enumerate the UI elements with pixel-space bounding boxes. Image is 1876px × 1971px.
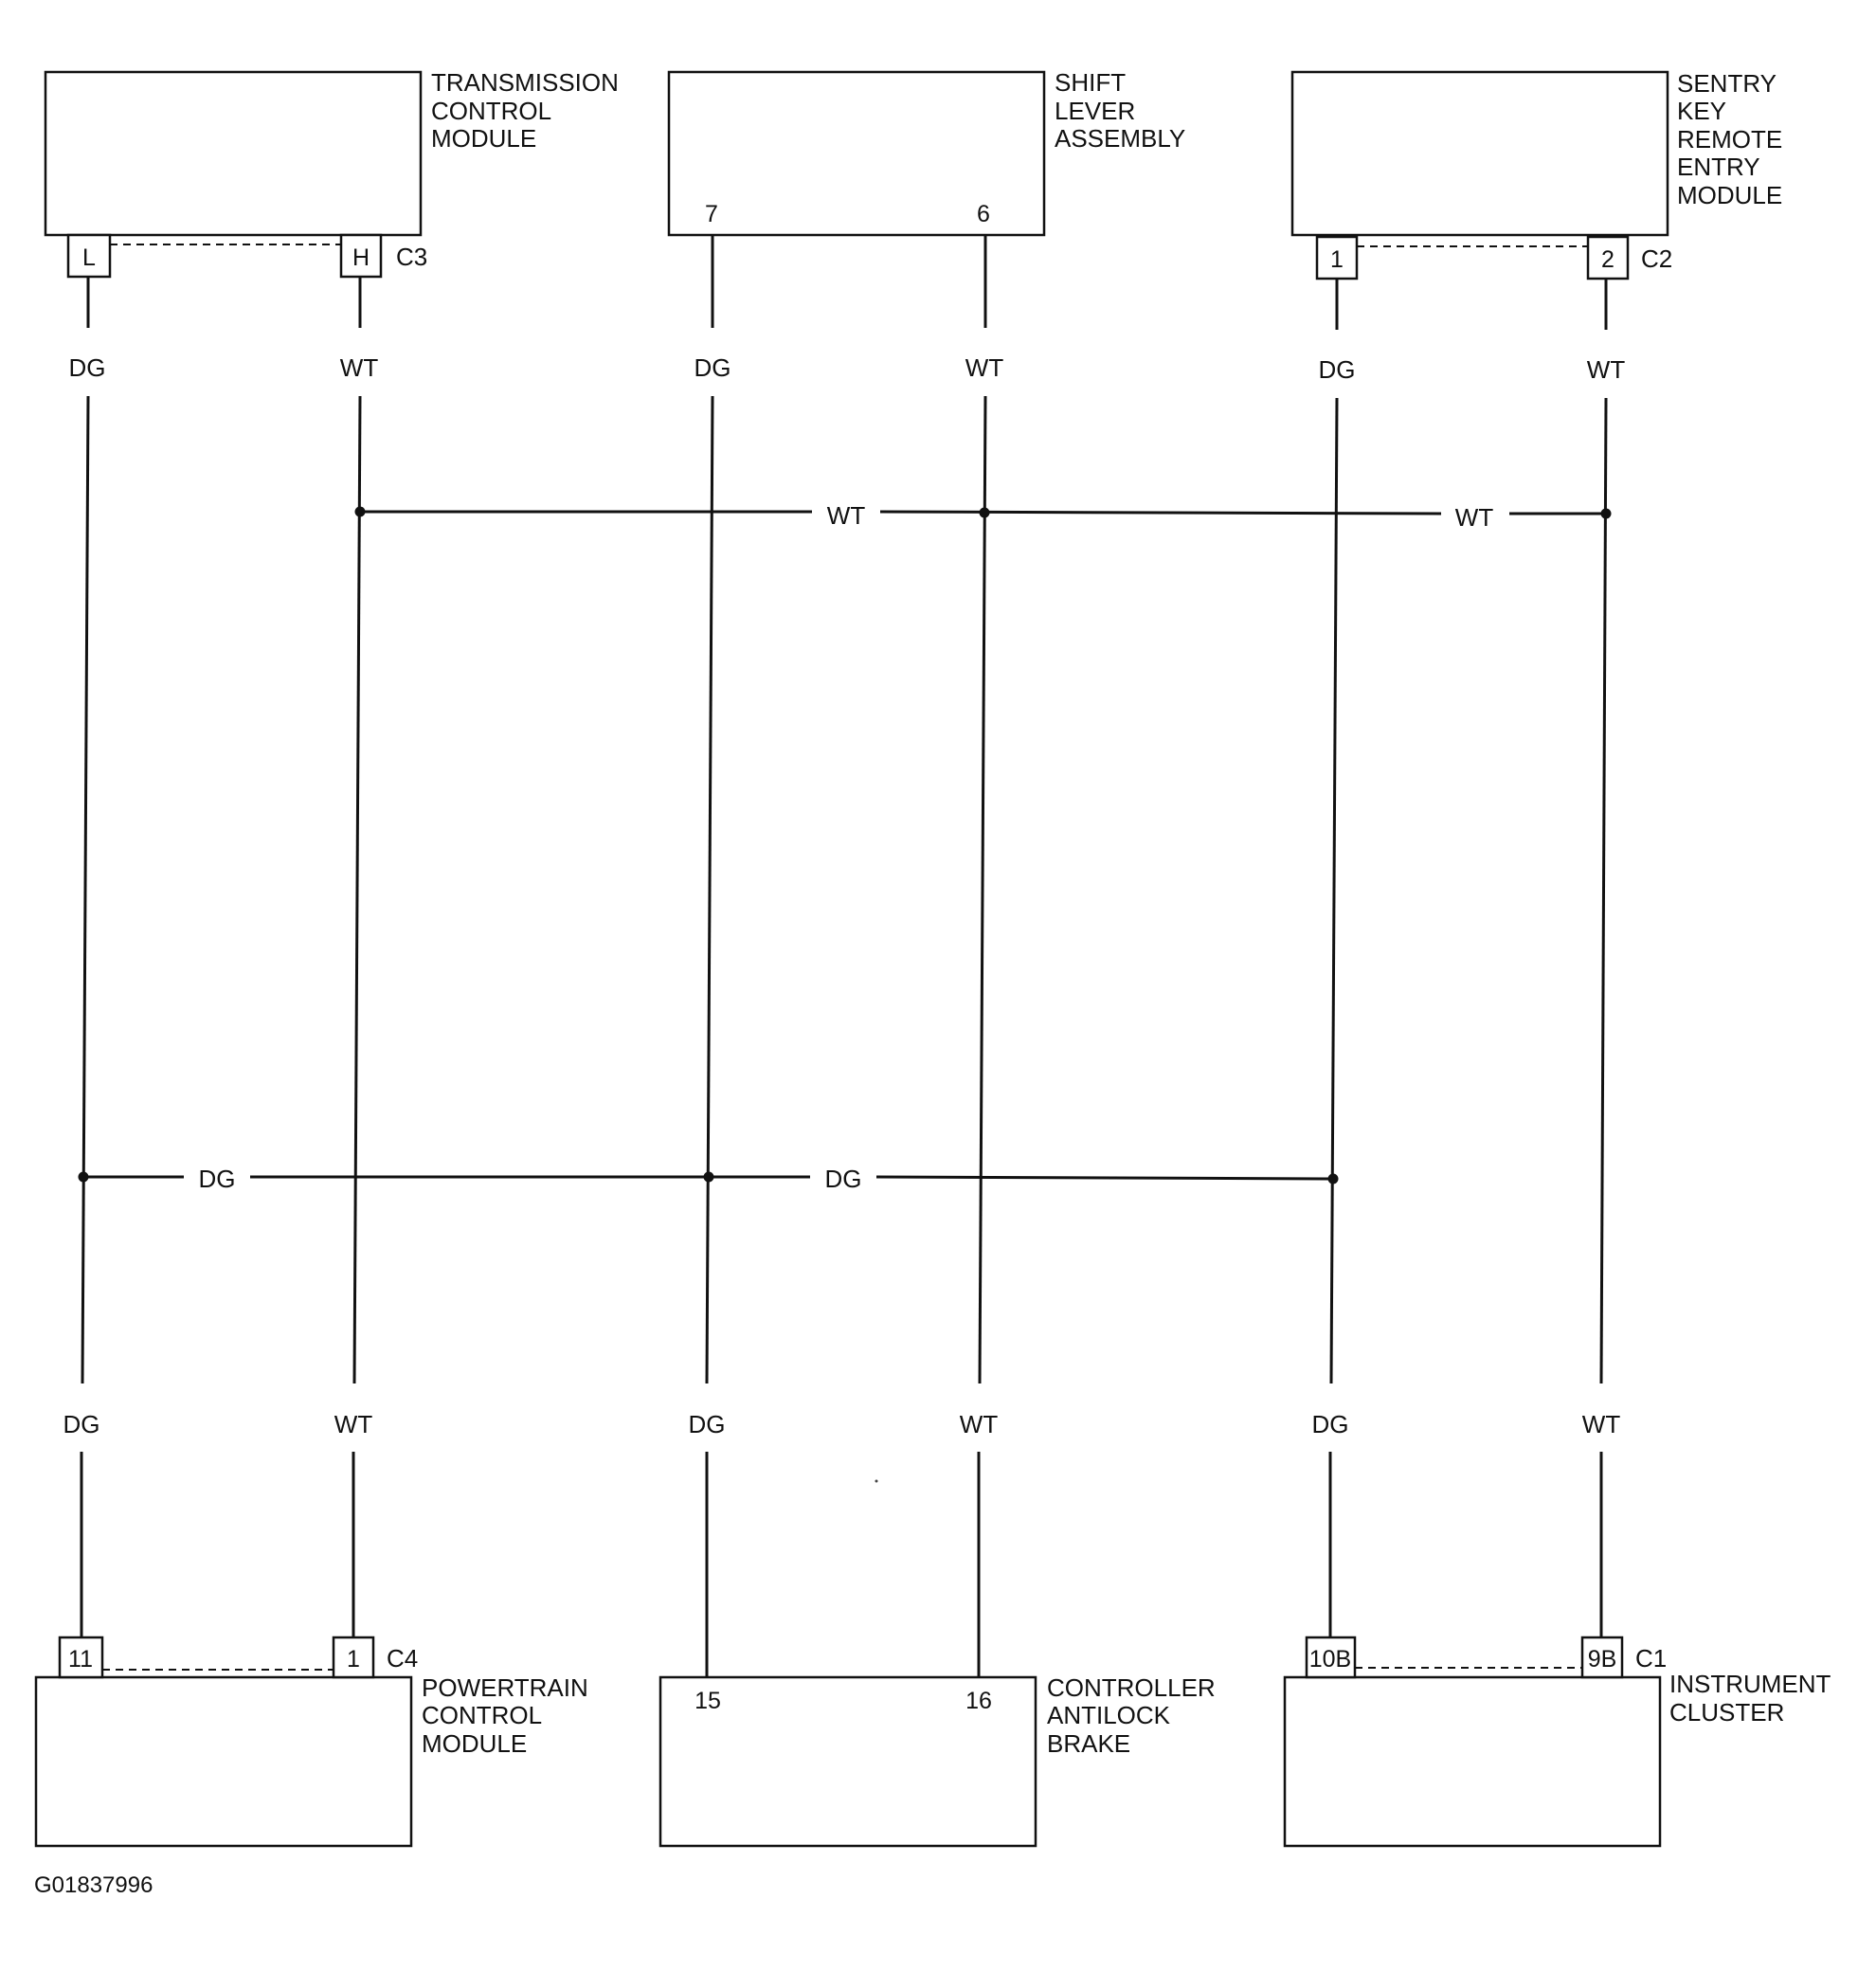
wt-splice-skrem — [1600, 508, 1612, 519]
tcm-pin-l-box — [66, 233, 112, 279]
powertrain-control-module-box — [34, 1675, 413, 1848]
shift-pin-7: 7 — [705, 201, 718, 227]
controller-antilock-brake-box — [658, 1675, 1037, 1848]
pcm-connector-label: C4 — [387, 1644, 418, 1673]
wt-splice-tcm — [354, 506, 366, 517]
figure-code: G01837996 — [34, 1872, 153, 1898]
ic-connector-label: C1 — [1635, 1644, 1667, 1673]
tcm-dg-wire — [81, 395, 90, 1384]
skrem-pin-1: 1 — [1330, 246, 1344, 273]
ic-dg-label: DG — [1312, 1410, 1349, 1438]
tcm-wt-label: WT — [340, 353, 379, 382]
ic-pin-10b: 10B — [1309, 1646, 1351, 1673]
transmission-control-module-box — [44, 70, 423, 237]
skrem-wt-wire — [1599, 397, 1608, 1384]
tcm-label-line-2: CONTROL — [431, 97, 551, 125]
tcm-label-line-1: TRANSMISSION — [431, 68, 619, 97]
skrem-label-line-2: KEY — [1677, 97, 1726, 125]
ic-pin-9b: 9B — [1588, 1646, 1617, 1673]
dg-bus-label-2: DG — [825, 1165, 862, 1193]
ic-label-line-1: INSTRUMENT — [1669, 1670, 1831, 1698]
skrem-dg-label: DG — [1319, 355, 1356, 384]
shift-dg-label: DG — [694, 353, 731, 382]
ic-wt-label: WT — [1582, 1410, 1621, 1438]
dg-bus-segment-3 — [875, 1175, 1334, 1181]
dg-splice-shift — [703, 1171, 714, 1183]
skrem-pin-2-box — [1586, 235, 1630, 280]
dg-splice-skrem — [1327, 1173, 1339, 1184]
pcm-label-line-1: POWERTRAIN — [422, 1673, 588, 1702]
sentry-key-remote-entry-module-box — [1290, 70, 1669, 237]
dg-bus-label-1: DG — [199, 1165, 236, 1193]
shift-pin-6: 6 — [977, 201, 990, 227]
skrem-label-line-3: REMOTE — [1677, 125, 1782, 154]
tcm-wt-wire — [352, 395, 362, 1384]
shift-dg-wire — [705, 395, 714, 1384]
wt-bus-label-2: WT — [1455, 503, 1494, 532]
pcm-label-line-2: CONTROL — [422, 1701, 542, 1729]
scan-speck — [875, 1479, 878, 1483]
cab-pin-15: 15 — [694, 1688, 721, 1714]
pcm-pin-1-box — [332, 1636, 375, 1679]
skrem-dg-wire — [1329, 397, 1339, 1384]
skrem-connector-label: C2 — [1641, 244, 1672, 273]
pcm-wt-label: WT — [334, 1410, 373, 1438]
shift-label-line-2: LEVER — [1055, 97, 1135, 125]
instrument-cluster-box — [1283, 1675, 1662, 1848]
dg-splice-tcm — [78, 1171, 89, 1183]
shift-label-line-3: ASSEMBLY — [1055, 124, 1185, 153]
pcm-pin-11-box — [58, 1636, 104, 1679]
pcm-pin-1: 1 — [347, 1646, 360, 1673]
tcm-pin-l: L — [82, 244, 96, 271]
cab-label-line-3: BRAKE — [1047, 1729, 1130, 1758]
pcm-dg-label: DG — [63, 1410, 100, 1438]
pcm-label-line-3: MODULE — [422, 1729, 527, 1758]
tcm-connector-label: C3 — [396, 243, 427, 271]
tcm-pin-h-box — [339, 233, 383, 279]
wt-bus-label-1: WT — [827, 501, 866, 530]
shift-lever-assembly-box — [667, 70, 1046, 237]
skrem-label-line-5: MODULE — [1677, 181, 1782, 209]
cab-label-line-1: CONTROLLER — [1047, 1673, 1216, 1702]
cab-label-line-2: ANTILOCK — [1047, 1701, 1171, 1729]
skrem-label-line-1: SENTRY — [1677, 69, 1777, 98]
shift-label-line-1: SHIFT — [1055, 68, 1126, 97]
ic-pin-10b-box — [1305, 1636, 1357, 1679]
skrem-pin-2: 2 — [1601, 246, 1614, 273]
ic-pin-9b-box — [1580, 1636, 1624, 1679]
tcm-label-line-3: MODULE — [431, 124, 536, 153]
cab-dg-label: DG — [689, 1410, 726, 1438]
skrem-label-line-4: ENTRY — [1677, 153, 1760, 181]
tcm-dg-label: DG — [69, 353, 106, 382]
skrem-pin-1-box — [1315, 235, 1359, 280]
wt-bus-segment-2 — [879, 510, 1442, 515]
shift-wt-label: WT — [965, 353, 1004, 382]
wt-splice-shift — [979, 507, 990, 518]
ic-label-line-2: CLUSTER — [1669, 1698, 1784, 1727]
cab-pin-16: 16 — [965, 1688, 992, 1714]
skrem-wt-label: WT — [1587, 355, 1626, 384]
shift-wt-wire — [978, 395, 987, 1384]
tcm-pin-h: H — [352, 244, 370, 271]
cab-wt-label: WT — [960, 1410, 999, 1438]
pcm-pin-11: 11 — [68, 1646, 93, 1673]
